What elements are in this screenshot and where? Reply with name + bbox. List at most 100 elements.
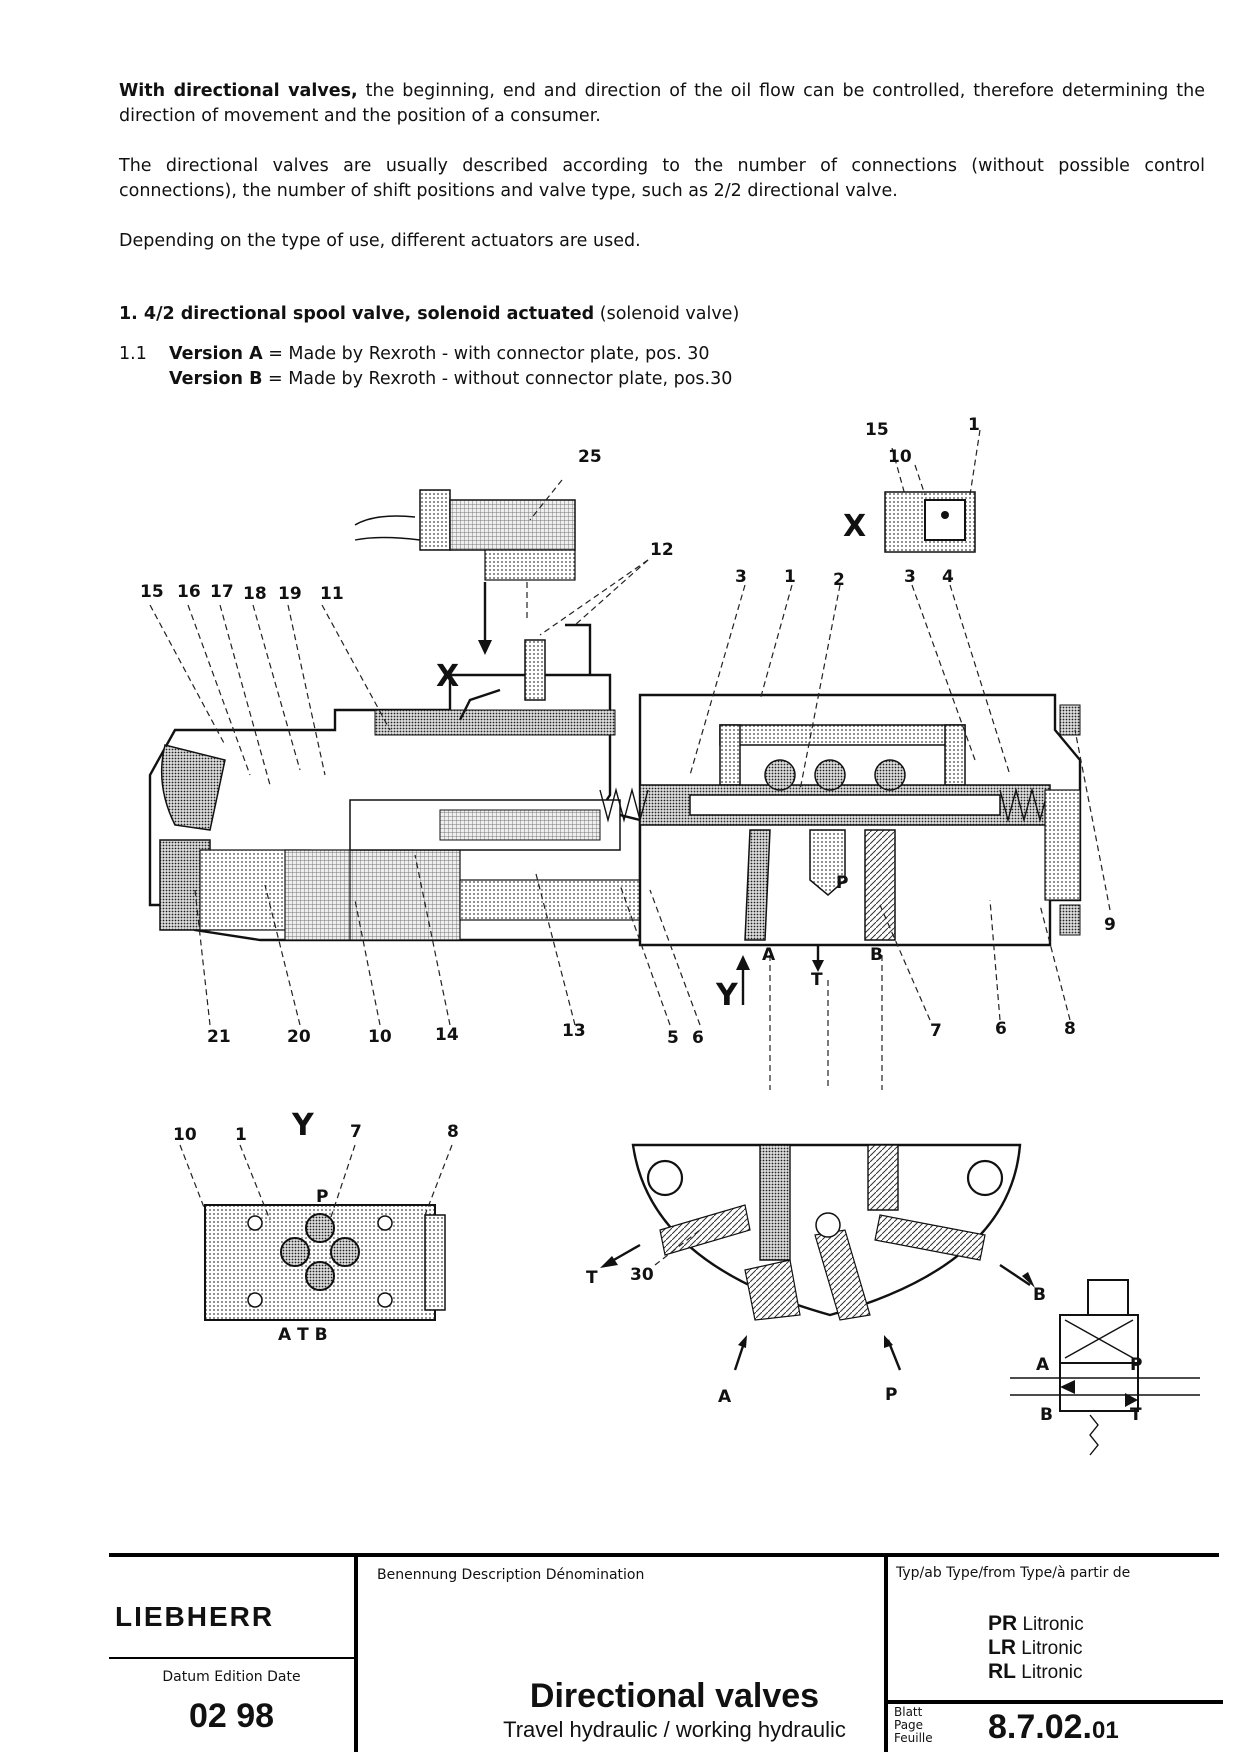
label-9: 9 [1104, 915, 1116, 935]
label-15: 15 [140, 582, 164, 602]
label-3-left: 3 [735, 567, 747, 587]
label-6-left: 6 [692, 1028, 704, 1048]
type-name: Litronic [1021, 1662, 1083, 1683]
type-item: LR Litronic [988, 1636, 1084, 1660]
hydraulic-symbol [1010, 1279, 1200, 1456]
label-13: 13 [562, 1021, 586, 1041]
label-8: 8 [1064, 1019, 1076, 1039]
page-number-sub: 01 [1091, 1717, 1119, 1744]
type-item: PR Litronic [988, 1612, 1084, 1636]
version-b-label: Version B [169, 369, 263, 389]
label-14: 14 [435, 1025, 459, 1045]
label-10: 10 [368, 1027, 392, 1047]
label-18: 18 [243, 584, 267, 604]
label-2: 2 [833, 570, 845, 590]
label-view-x-top: X [843, 509, 866, 544]
label-5: 5 [667, 1028, 679, 1048]
page-number: 8.7.02.01 [988, 1708, 1119, 1747]
label-y-port-p: P [316, 1187, 328, 1207]
type-header: Typ/ab Type/from Type/à partir de [896, 1565, 1131, 1581]
label-16: 16 [177, 582, 201, 602]
type-list: PR Litronic LR Litronic RL Litronic [988, 1612, 1084, 1684]
document-title: Directional valves [529, 1677, 820, 1715]
label-3-right: 3 [904, 567, 916, 587]
label-plate-t: T [586, 1268, 598, 1288]
label-25: 25 [578, 447, 602, 467]
leader-lines [149, 479, 1111, 1266]
intro-paragraph-2: The directional valves are usually descr… [119, 156, 1205, 201]
label-15-x: 15 [865, 420, 889, 440]
page-number-main: 8.7.02. [988, 1708, 1092, 1746]
liebherr-logo: LIEBHERR [115, 1601, 275, 1632]
label-12: 12 [650, 540, 674, 560]
label-sym-t: T [1130, 1405, 1142, 1425]
label-sym-p: P [1130, 1355, 1142, 1375]
page-header-de: Blatt [894, 1705, 923, 1719]
label-20: 20 [287, 1027, 311, 1047]
label-view-y: Y [291, 1108, 315, 1143]
description-header: Benennung Description Dénomination [377, 1567, 645, 1583]
subsection-number: 1.1 [119, 344, 147, 364]
date-header: Datum Edition Date [109, 1657, 354, 1685]
page-header-fr: Feuille [894, 1731, 933, 1745]
label-plate-a: A [718, 1387, 732, 1407]
version-a: 1.1 Version A = Made by Rexroth - with co… [119, 342, 732, 367]
valve-technical-drawing: X X Y Y 25 15 1 10 12 3 1 2 3 4 15 16 17… [140, 415, 1200, 1456]
label-11: 11 [320, 584, 344, 604]
version-b-text: = Made by Rexroth - without connector pl… [262, 369, 733, 389]
label-port-a: A [762, 945, 776, 965]
section-heading: 1. 4/2 directional spool valve, solenoid… [119, 304, 739, 324]
label-view-y-arrow: Y [715, 978, 739, 1013]
intro-paragraph-3: Depending on the type of use, different … [119, 231, 641, 251]
label-7: 7 [930, 1021, 942, 1041]
label-plate-b: B [1033, 1285, 1046, 1305]
valve-body [148, 673, 1082, 947]
type-name: Litronic [1022, 1614, 1084, 1635]
type-cell: Typ/ab Type/from Type/à partir de PR Lit… [884, 1557, 1223, 1752]
page-header-en: Page [894, 1718, 924, 1732]
detail-x [884, 429, 981, 553]
intro-text-1: the beginning, end and direction of the … [119, 81, 1206, 126]
label-19: 19 [278, 584, 302, 604]
label-30: 30 [630, 1265, 654, 1285]
label-1: 1 [784, 567, 796, 587]
document-subtitle: Travel hydraulic / working hydraulic [503, 1717, 846, 1742]
label-4: 4 [942, 567, 954, 587]
label-sym-a: A [1036, 1355, 1050, 1375]
detail-y [204, 1204, 446, 1321]
label-10-x: 10 [888, 447, 912, 467]
label-y-ports: A T B [278, 1325, 328, 1345]
version-a-text: = Made by Rexroth - with connector plate… [262, 344, 710, 364]
label-1-y: 1 [235, 1125, 247, 1145]
label-7-y: 7 [350, 1122, 362, 1142]
label-port-p: P [836, 873, 848, 893]
type-item: RL Litronic [988, 1660, 1084, 1684]
version-list: 1.1 Version A = Made by Rexroth - with co… [119, 342, 732, 392]
label-8-y: 8 [447, 1122, 459, 1142]
label-view-x: X [436, 659, 459, 694]
type-name: Litronic [1021, 1638, 1083, 1659]
label-6-right: 6 [995, 1019, 1007, 1039]
edition-date: 02 98 [188, 1697, 275, 1735]
label-port-t: T [811, 970, 823, 990]
drawing-labels: X X Y Y 25 15 1 10 12 3 1 2 3 4 15 16 17… [140, 415, 1142, 1425]
logo-cell: LIEBHERR Datum Edition Date 02 98 [109, 1557, 358, 1752]
type-code: RL [988, 1660, 1016, 1683]
section-heading-rest: (solenoid valve) [594, 304, 740, 324]
label-1-x: 1 [968, 415, 980, 435]
label-plate-p: P [885, 1385, 897, 1405]
version-b: Version B = Made by Rexroth - without co… [119, 367, 732, 392]
page-cell: Blatt Page Feuille 8.7.02.01 [888, 1700, 1223, 1756]
label-sym-b: B [1040, 1405, 1053, 1425]
intro-bold-term: With directional valves, [119, 81, 358, 101]
intro-paragraph-1: With directional valves, the beginning, … [119, 79, 1205, 129]
title-block: LIEBHERR Datum Edition Date 02 98 Benenn… [109, 1553, 1223, 1753]
section-heading-bold: 1. 4/2 directional spool valve, solenoid… [119, 304, 595, 324]
type-code: LR [988, 1636, 1016, 1659]
label-10-y: 10 [173, 1125, 197, 1145]
version-a-label: Version A [169, 344, 263, 364]
label-17: 17 [210, 582, 234, 602]
label-port-b: B [870, 945, 883, 965]
connector-plate [631, 1143, 1022, 1321]
label-21: 21 [207, 1027, 231, 1047]
